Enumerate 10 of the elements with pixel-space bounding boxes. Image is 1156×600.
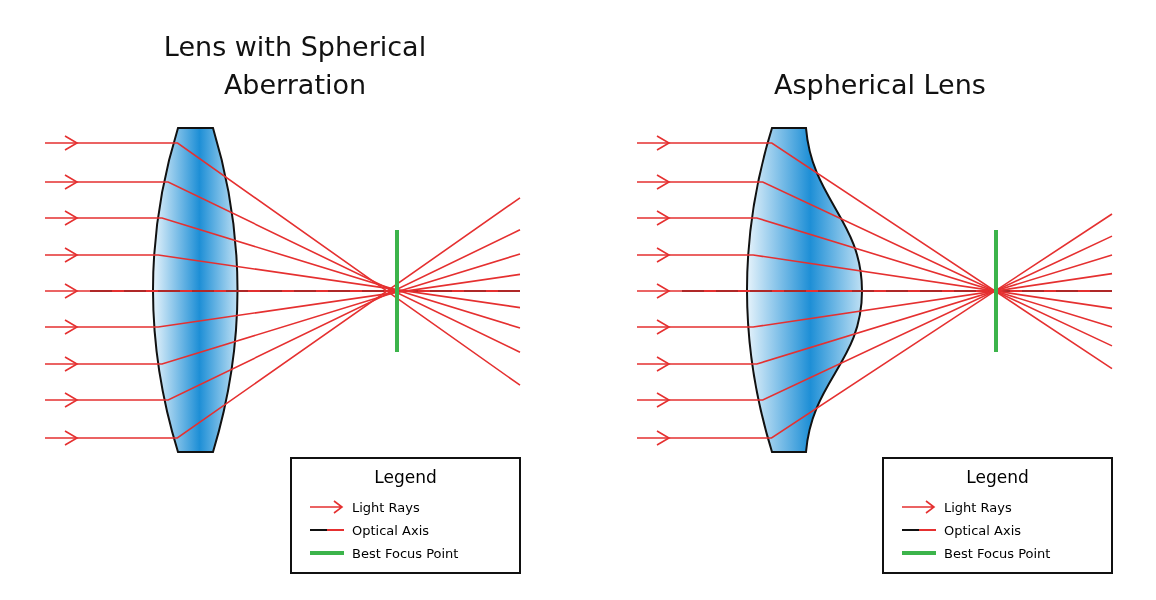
- legend-label: Optical Axis: [352, 522, 430, 538]
- panel-title: Lens with Spherical Aberration: [162, 30, 428, 102]
- legend-label: Light Rays: [352, 499, 420, 515]
- legend-label: Light Rays: [944, 499, 1012, 515]
- legend-label: Best Focus Point: [944, 545, 1051, 561]
- legend-heading: Legend: [373, 467, 438, 487]
- panel-title: Aspherical Lens: [773, 68, 987, 102]
- legend-label: Optical Axis: [944, 522, 1022, 538]
- legend-label: Best Focus Point: [352, 545, 459, 561]
- legend-heading: Legend: [965, 467, 1030, 487]
